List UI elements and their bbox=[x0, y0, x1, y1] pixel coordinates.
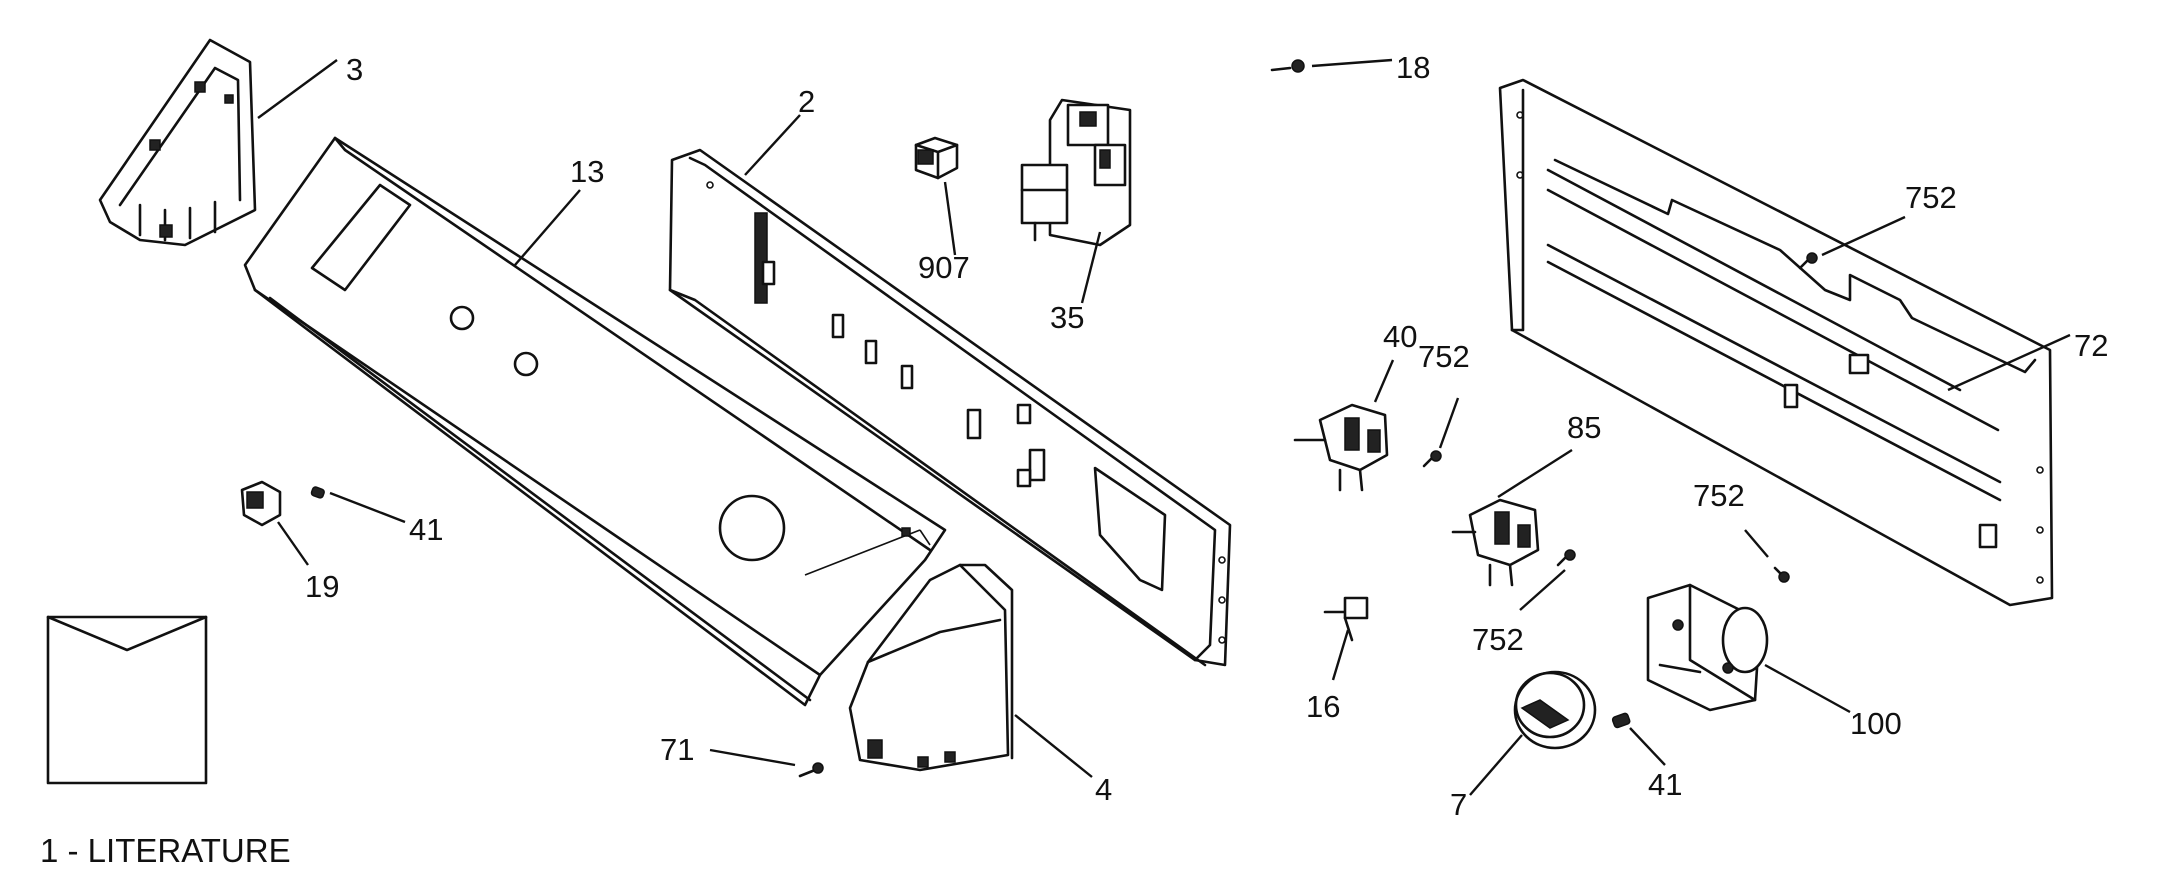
literature-envelope-icon bbox=[46, 615, 208, 785]
part-752-screw-d bbox=[1773, 566, 1790, 583]
part-3-left-end-cap bbox=[98, 38, 257, 247]
part-41-spring-right bbox=[1611, 712, 1631, 729]
part-13-control-panel bbox=[243, 136, 947, 707]
callout-41-b: 41 bbox=[1648, 767, 1682, 802]
callout-72: 72 bbox=[2074, 328, 2108, 363]
part-100-timer bbox=[1646, 583, 1769, 712]
part-18-screw bbox=[1270, 59, 1305, 73]
callout-752-a: 752 bbox=[1905, 180, 1957, 215]
callout-752-c: 752 bbox=[1472, 622, 1524, 657]
callout-13: 13 bbox=[570, 154, 604, 189]
callout-85: 85 bbox=[1567, 410, 1601, 445]
callout-19: 19 bbox=[305, 569, 339, 604]
part-40-switch bbox=[1293, 403, 1389, 492]
callout-40: 40 bbox=[1383, 319, 1417, 354]
leader-lines bbox=[257, 58, 2071, 796]
callout-18: 18 bbox=[1396, 50, 1430, 85]
part-7-knob bbox=[1513, 670, 1597, 750]
callout-16: 16 bbox=[1306, 689, 1340, 724]
callout-752-b: 752 bbox=[1418, 339, 1470, 374]
part-4-right-end-cap bbox=[848, 563, 1014, 772]
part-71-screw bbox=[798, 762, 824, 778]
callout-4: 4 bbox=[1095, 772, 1112, 807]
part-752-screw-a bbox=[1798, 252, 1818, 270]
part-16-knob-shaft bbox=[1323, 596, 1369, 642]
part-85-switch bbox=[1451, 498, 1540, 587]
callout-752-d: 752 bbox=[1693, 478, 1745, 513]
callout-35: 35 bbox=[1050, 300, 1084, 335]
part-19-button bbox=[240, 480, 282, 527]
part-752-screw-b bbox=[1422, 450, 1442, 468]
callout-7: 7 bbox=[1450, 787, 1467, 822]
literature-label: 1 - LITERATURE bbox=[40, 832, 291, 869]
part-35-control-board bbox=[1020, 98, 1132, 247]
callout-71: 71 bbox=[660, 732, 694, 767]
callout-2: 2 bbox=[798, 84, 815, 119]
part-72-back-plate bbox=[1498, 78, 2054, 607]
part-752-screw-c bbox=[1556, 549, 1576, 567]
part-907-switch bbox=[914, 136, 959, 180]
callout-100: 100 bbox=[1850, 706, 1902, 741]
callout-907: 907 bbox=[918, 250, 970, 285]
part-41-spring-left bbox=[310, 486, 325, 499]
callout-3: 3 bbox=[346, 52, 363, 87]
part-2-panel-frame bbox=[668, 148, 1232, 667]
callout-41-a: 41 bbox=[409, 512, 443, 547]
